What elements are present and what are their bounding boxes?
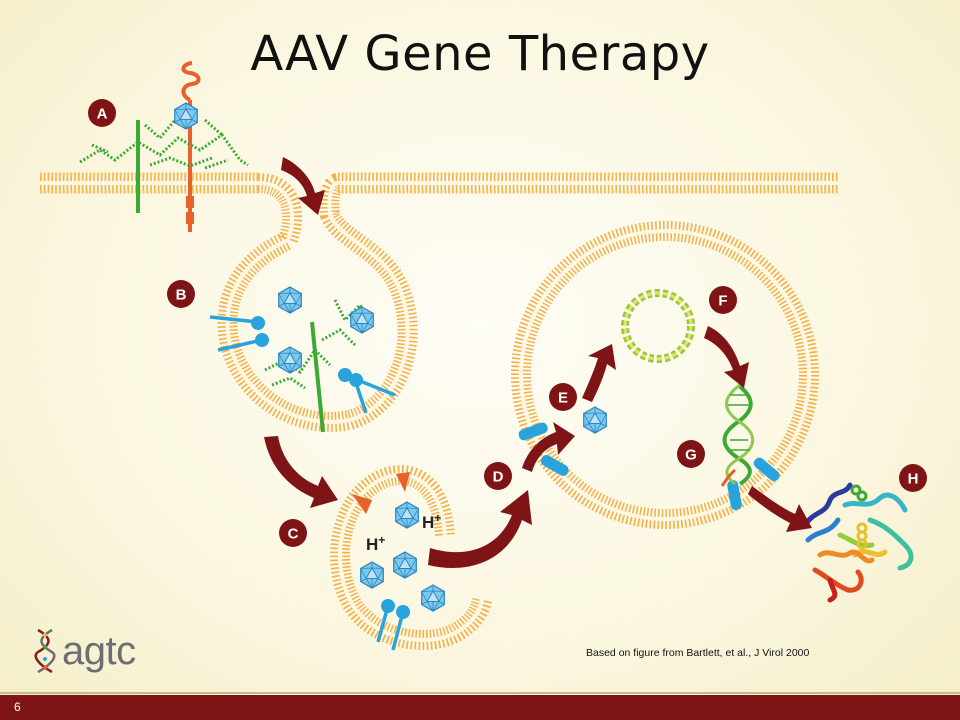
aav-capsid-icon	[360, 561, 384, 589]
slide-number: 6	[14, 700, 21, 714]
svg-text:G: G	[685, 447, 697, 464]
endosome-receptors	[376, 599, 410, 651]
arrow-a-to-b	[281, 157, 325, 215]
proton-pumps	[352, 472, 410, 514]
aav-capsid-icon	[583, 406, 607, 434]
svg-text:H: H	[908, 471, 919, 488]
figure-citation: Based on figure from Bartlett, et al., J…	[586, 647, 810, 659]
aav-capsid-icon	[278, 346, 302, 374]
pathway-arrows	[264, 157, 812, 568]
arrow-b-to-c	[264, 436, 338, 508]
step-badge-c: C	[279, 519, 307, 547]
step-badge-b: B	[167, 280, 195, 308]
aav-capsid-icon	[278, 286, 302, 314]
svg-text:C: C	[288, 526, 299, 543]
step-badge-a: A	[88, 99, 116, 127]
arrow-d-to-e	[522, 422, 575, 472]
nuclear-membrane	[511, 221, 819, 529]
dna-logo-icon	[34, 628, 56, 674]
aav-capsid-icon	[174, 102, 198, 130]
aav-capsid-icon	[421, 584, 445, 612]
arrow-f-to-g	[704, 326, 749, 388]
svg-text:F: F	[718, 293, 727, 310]
proton-label: H+	[366, 533, 385, 554]
aav-capsid-icon	[350, 306, 374, 334]
step-badge-e: E	[549, 383, 577, 411]
aav-pathway-diagram: H+ H+	[40, 61, 927, 651]
step-badge-f: F	[709, 286, 737, 314]
svg-text:B: B	[176, 287, 187, 304]
proton-label: H+	[422, 511, 441, 532]
receptor-complex-a	[79, 61, 249, 232]
aav-capsid-icon	[393, 551, 417, 579]
dna-transcription	[720, 383, 755, 487]
step-badge-h: H	[899, 464, 927, 492]
svg-text:D: D	[493, 469, 504, 486]
circular-episome	[621, 289, 695, 363]
arrow-g-to-h	[748, 486, 812, 532]
step-badge-d: D	[484, 462, 512, 490]
logo-wordmark: agtc	[62, 628, 136, 673]
arrow-c-to-d	[428, 490, 532, 568]
svg-text:E: E	[558, 390, 568, 407]
slide-title: AAV Gene Therapy	[250, 26, 710, 82]
footer-bar	[0, 695, 960, 720]
nuclear-pores	[518, 422, 780, 511]
agtc-logo: agtc	[34, 628, 136, 674]
footer-divider	[0, 692, 960, 694]
aav-capsid-icon	[395, 501, 419, 529]
plasma-membrane	[40, 172, 838, 432]
expressed-protein	[802, 482, 914, 603]
arrow-e-to-f	[582, 344, 616, 402]
step-badge-g: G	[677, 440, 705, 468]
svg-text:A: A	[97, 106, 108, 123]
